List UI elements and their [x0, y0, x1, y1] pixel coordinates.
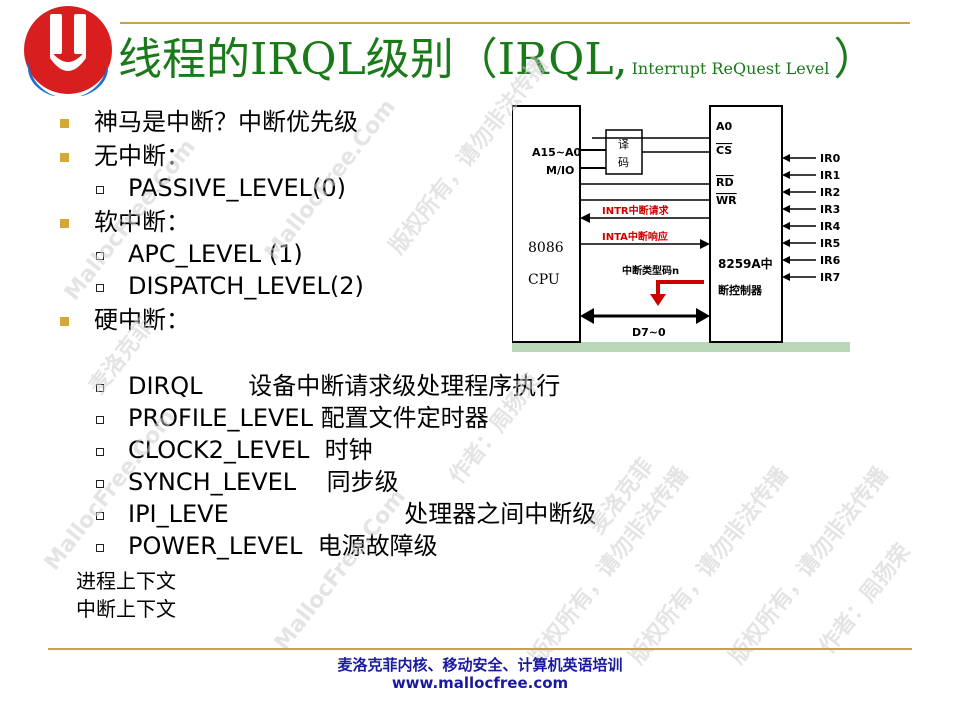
- svg-text:IR6: IR6: [820, 254, 841, 267]
- svg-text:IR2: IR2: [820, 186, 840, 199]
- pcb-strip: [512, 342, 850, 352]
- bus-label: D7~0: [632, 326, 666, 339]
- bottom-rule: [48, 648, 912, 650]
- inta-label: INTA中断响应: [602, 230, 668, 243]
- bus-left-arrowhead: [580, 308, 594, 324]
- svg-text:IR3: IR3: [820, 203, 840, 216]
- bullet-hollow-square-icon: [96, 384, 104, 392]
- ir-pins: IR0 IR1 IR2 IR3 IR4 IR5 IR6 IR7: [782, 152, 841, 284]
- type-arrowhead: [650, 294, 666, 306]
- pin-cs: CS: [716, 144, 732, 157]
- bullet-hollow-square-icon: [96, 416, 104, 424]
- pic-box: [709, 105, 783, 343]
- inta-arrowhead: [700, 239, 710, 249]
- bullet-hollow-square-icon: [96, 544, 104, 552]
- decoder-top-label: 译: [618, 138, 629, 151]
- mio-label: M/IO: [546, 164, 574, 177]
- title-small: Interrupt ReQuest Level: [631, 59, 830, 78]
- bullet-hollow-square-icon: [96, 284, 104, 292]
- svg-text:IR0: IR0: [820, 152, 841, 165]
- type-wire: [656, 280, 704, 296]
- decoder-bottom-label: 码: [618, 156, 629, 169]
- ir-pin: IR4: [782, 220, 841, 233]
- mallocfree-logo-icon: [24, 6, 112, 96]
- slide-title: 线程的IRQL级别（IRQL,Interrupt ReQuest Level）: [118, 30, 877, 99]
- svg-text:IR1: IR1: [820, 169, 840, 182]
- title-close: ）: [833, 34, 878, 85]
- pic-bottom-label: 断控制器: [718, 283, 763, 297]
- pin-wr: WR: [716, 194, 737, 207]
- ir-pin: IR3: [782, 203, 840, 216]
- bullet-square-icon: [60, 317, 69, 326]
- bullet-hollow-square-icon: [96, 186, 104, 194]
- pic-top-label: 8259A中: [718, 256, 773, 271]
- bullet-square-icon: [60, 219, 69, 228]
- intr-arrowhead: [580, 213, 590, 223]
- bullet-hollow-square-icon: [96, 512, 104, 520]
- type-label: 中断类型码n: [622, 264, 679, 277]
- pin-a0: A0: [716, 120, 733, 133]
- interrupt-context-note: 中断上下文: [76, 597, 176, 621]
- footer-url-link[interactable]: www.mallocfree.com: [391, 674, 569, 692]
- pin-rd: RD: [716, 176, 734, 189]
- bullet-square-icon: [60, 153, 69, 162]
- cpu-box: [512, 105, 581, 343]
- intr-label: INTR中断请求: [602, 204, 670, 217]
- title-main: 线程的IRQL级别（IRQL,: [118, 34, 628, 85]
- cpu-top-label: 8086: [528, 240, 564, 256]
- svg-text:IR7: IR7: [820, 271, 840, 284]
- ir-pin: IR0: [782, 152, 841, 165]
- ir-pin: IR5: [782, 237, 840, 250]
- footer-tagline: 麦洛克菲内核、移动安全、计算机英语培训: [337, 656, 623, 674]
- top-rule: [120, 22, 910, 24]
- bullet-hollow-square-icon: [96, 252, 104, 260]
- ir-pin: IR7: [782, 271, 840, 284]
- bus-right-arrowhead: [696, 308, 710, 324]
- svg-text:IR4: IR4: [820, 220, 841, 233]
- process-context-note: 进程上下文: [76, 569, 176, 593]
- ir-pin: IR6: [782, 254, 841, 267]
- cpu-bottom-label: CPU: [528, 272, 560, 288]
- ir-pin: IR1: [782, 169, 840, 182]
- svg-text:IR5: IR5: [820, 237, 840, 250]
- bullet-hollow-square-icon: [96, 480, 104, 488]
- bullet-hollow-square-icon: [96, 448, 104, 456]
- ir-pin: IR2: [782, 186, 840, 199]
- addr-label: A15~A0: [532, 146, 582, 159]
- 8259a-interrupt-diagram: 8086 CPU A15~A0 M/IO 译 码 A0 CS RD WR 825…: [512, 100, 850, 352]
- bullet-square-icon: [60, 119, 69, 128]
